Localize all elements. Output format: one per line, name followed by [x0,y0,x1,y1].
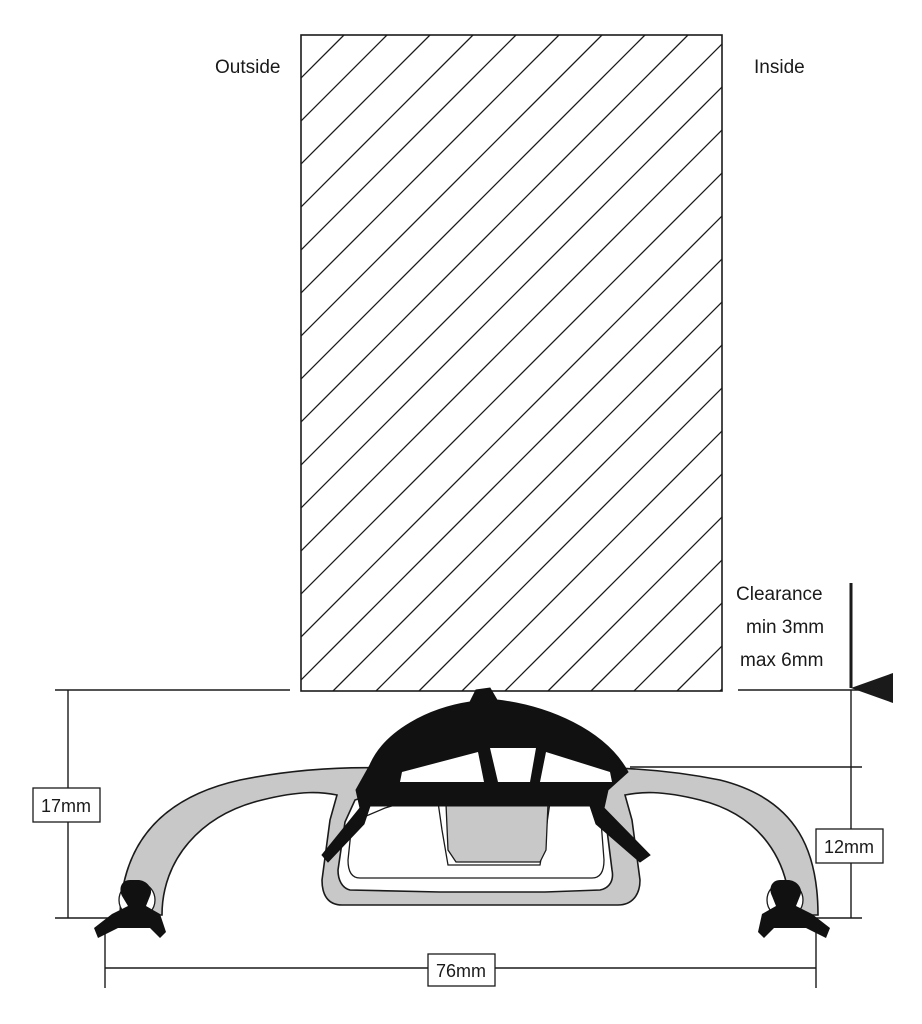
right-seal-foot [758,880,830,938]
hatch-line [806,35,922,691]
door-leaf-hatched [300,34,922,692]
dimension-12mm-label: 12mm [824,837,874,857]
hatch-line [504,473,722,691]
dimension-12mm: 12mm [815,690,884,918]
hatch-line [301,35,689,423]
hatch-line [849,35,922,691]
inside-label: Inside [754,57,805,78]
hatch-line [301,35,560,294]
dimension-17mm: 17mm [32,690,101,918]
hatch-line [301,215,722,638]
hatch-line [301,258,722,681]
clearance-note: Clearance min 3mm max 6mm [736,583,893,703]
hatch-line [301,35,646,380]
clearance-line-2: min 3mm [746,617,824,638]
dimension-76mm-label: 76mm [436,961,486,981]
hatch-line [375,344,722,691]
outside-label: Outside [215,57,280,78]
hatch-line [418,387,722,691]
hatch-line [301,35,388,122]
hatch-line [892,35,922,691]
left-seal-foot [94,880,166,938]
hatch-line [301,35,302,36]
dimension-17mm-label: 17mm [41,796,91,816]
hatch-line [301,35,345,79]
hatch-line [332,301,722,691]
hatch-line [301,129,722,552]
hatch-line [590,559,722,691]
hatch-line [301,43,722,466]
hatch-line [301,86,722,509]
dimension-76mm: 76mm [105,953,816,987]
hatch-line [301,35,517,251]
rubber-door-seal [321,687,651,863]
hatch-line [301,35,474,208]
clearance-line-3: max 6mm [740,650,823,671]
clearance-line-1: Clearance [736,584,823,605]
hatch-line [301,172,722,595]
hatch-line [301,35,431,165]
hatch-line [547,516,722,691]
hatch-line [301,35,603,337]
hatch-line [461,430,722,691]
